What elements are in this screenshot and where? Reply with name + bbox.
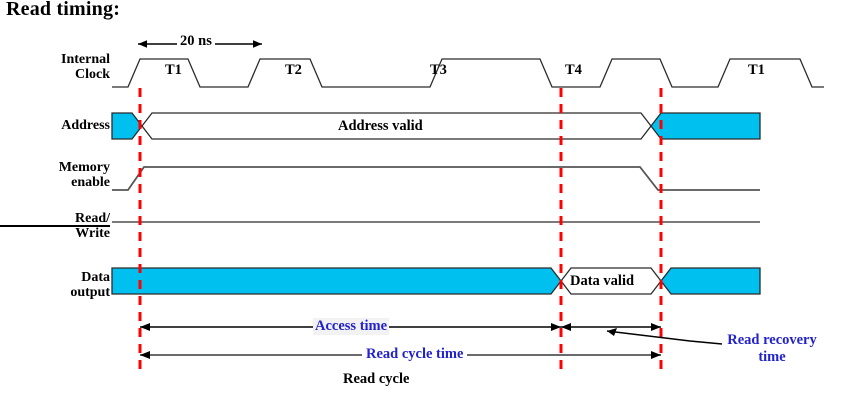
row-label-data-output-line1: Data <box>81 270 110 285</box>
row-label-memory-enable-line2: enable <box>71 175 110 190</box>
access-time-label: Access time <box>313 318 390 335</box>
data-bus-invalid-left <box>111 267 562 295</box>
read-recovery-time-line1: Read recovery <box>727 332 817 348</box>
clock-phase-t2: T2 <box>285 62 302 78</box>
read-recovery-leader-line <box>606 328 723 345</box>
row-label-read-write-line2: Write <box>0 225 110 242</box>
read-recovery-time-line2: time <box>758 349 786 365</box>
signal-address <box>111 112 761 140</box>
row-label-internal-clock-line2: Clock <box>75 67 110 82</box>
signal-data-output <box>111 267 761 295</box>
row-label-data-output-line2: output <box>70 285 110 300</box>
page-title: Read timing: <box>6 0 121 20</box>
row-label-read-write: Read/ Write <box>0 211 110 242</box>
read-cycle-time-label: Read cycle time <box>362 346 468 363</box>
clock-period-label: 20 ns <box>177 33 215 50</box>
clock-phase-t3: T3 <box>430 62 447 78</box>
clock-phase-t1b: T1 <box>748 62 765 78</box>
address-valid-label: Address valid <box>338 118 423 134</box>
data-valid-label: Data valid <box>570 273 635 289</box>
row-label-address-line1: Address <box>61 118 110 133</box>
row-label-read-write-line1: Read/ <box>0 211 110 227</box>
row-label-memory-enable: Memory enable <box>0 160 110 190</box>
signal-memory-enable <box>112 166 760 191</box>
address-bus-invalid-left <box>111 112 143 140</box>
row-label-memory-enable-line1: Memory <box>58 160 110 175</box>
row-label-internal-clock-line1: Internal <box>61 52 110 67</box>
row-label-data-output: Data output <box>0 270 110 300</box>
data-bus-invalid-right <box>660 267 761 295</box>
read-cycle-label: Read cycle <box>343 371 410 387</box>
row-label-internal-clock: Internal Clock <box>0 52 110 82</box>
read-recovery-time-label: Read recovery time <box>712 332 832 366</box>
clock-phase-t4: T4 <box>565 62 582 78</box>
read-recovery-dimension <box>561 323 661 331</box>
row-label-address: Address <box>0 118 110 133</box>
address-bus-invalid-right <box>650 112 761 140</box>
clock-phase-t1a: T1 <box>165 62 182 78</box>
signal-internal-clock <box>112 58 824 88</box>
